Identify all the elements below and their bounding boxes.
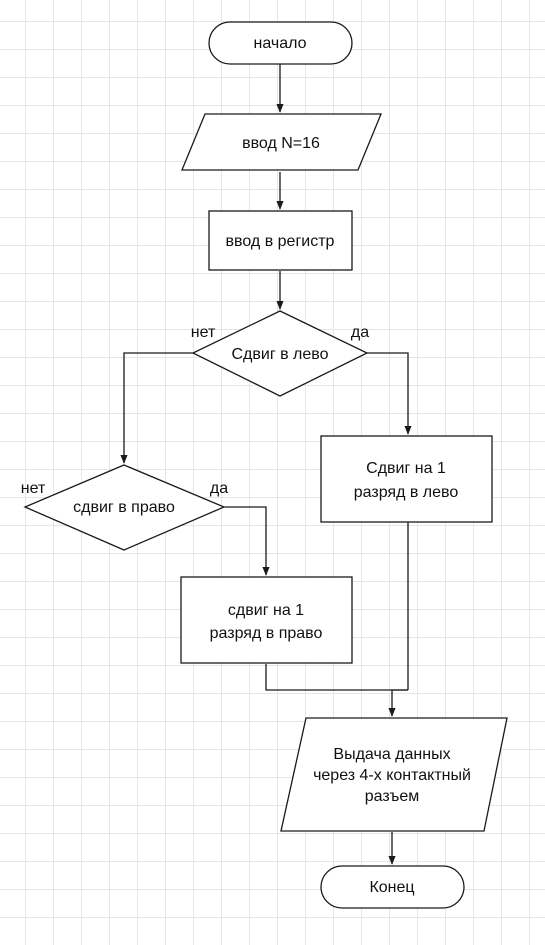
start-terminator: начало: [208, 21, 353, 65]
input-register-label: ввод в регистр: [226, 233, 335, 250]
shift-right-node: сдвиг на 1 разряд в право: [180, 576, 353, 664]
shift-left-node: Сдвиг на 1 разряд в лево: [320, 435, 493, 523]
shift-right-label-line2: разряд в право: [210, 625, 323, 642]
output-node: Выдача данных через 4-х контактный разъе…: [280, 717, 508, 832]
end-label: Конец: [369, 879, 414, 896]
edge-merge-to-output: [388, 689, 408, 717]
decision-left-yes-label: да: [351, 324, 369, 341]
start-label: начало: [253, 35, 306, 52]
input-register-node: ввод в регистр: [208, 210, 353, 271]
decision-shift-left-label: Сдвиг в лево: [231, 346, 328, 363]
connectors: [120, 64, 412, 865]
shift-left-label-line1: Сдвиг на 1: [366, 460, 446, 477]
shift-right-label-line1: сдвиг на 1: [228, 602, 304, 619]
input-n-node: ввод N=16: [181, 113, 382, 171]
edge-shift-right-to-merge: [265, 664, 408, 691]
output-label-line2: через 4-х контактный: [313, 767, 471, 784]
edge-decision-right-yes: [224, 506, 270, 576]
decision-shift-right: сдвиг в право: [23, 464, 226, 551]
output-label-line1: Выдача данных: [333, 746, 450, 763]
decision-shift-right-label: сдвиг в право: [73, 499, 175, 516]
edge-decision-left-yes: [367, 352, 412, 435]
decision-shift-left: Сдвиг в лево: [191, 310, 369, 397]
decision-left-no-label: нет: [191, 324, 216, 341]
input-n-label: ввод N=16: [242, 135, 320, 152]
decision-right-no-label: нет: [21, 480, 46, 497]
decision-right-yes-label: да: [210, 480, 228, 497]
edge-decision-left-no: [120, 352, 193, 464]
output-label-line3: разъем: [365, 788, 420, 805]
shift-left-label-line2: разряд в лево: [354, 484, 459, 501]
end-terminator: Конец: [320, 865, 465, 909]
